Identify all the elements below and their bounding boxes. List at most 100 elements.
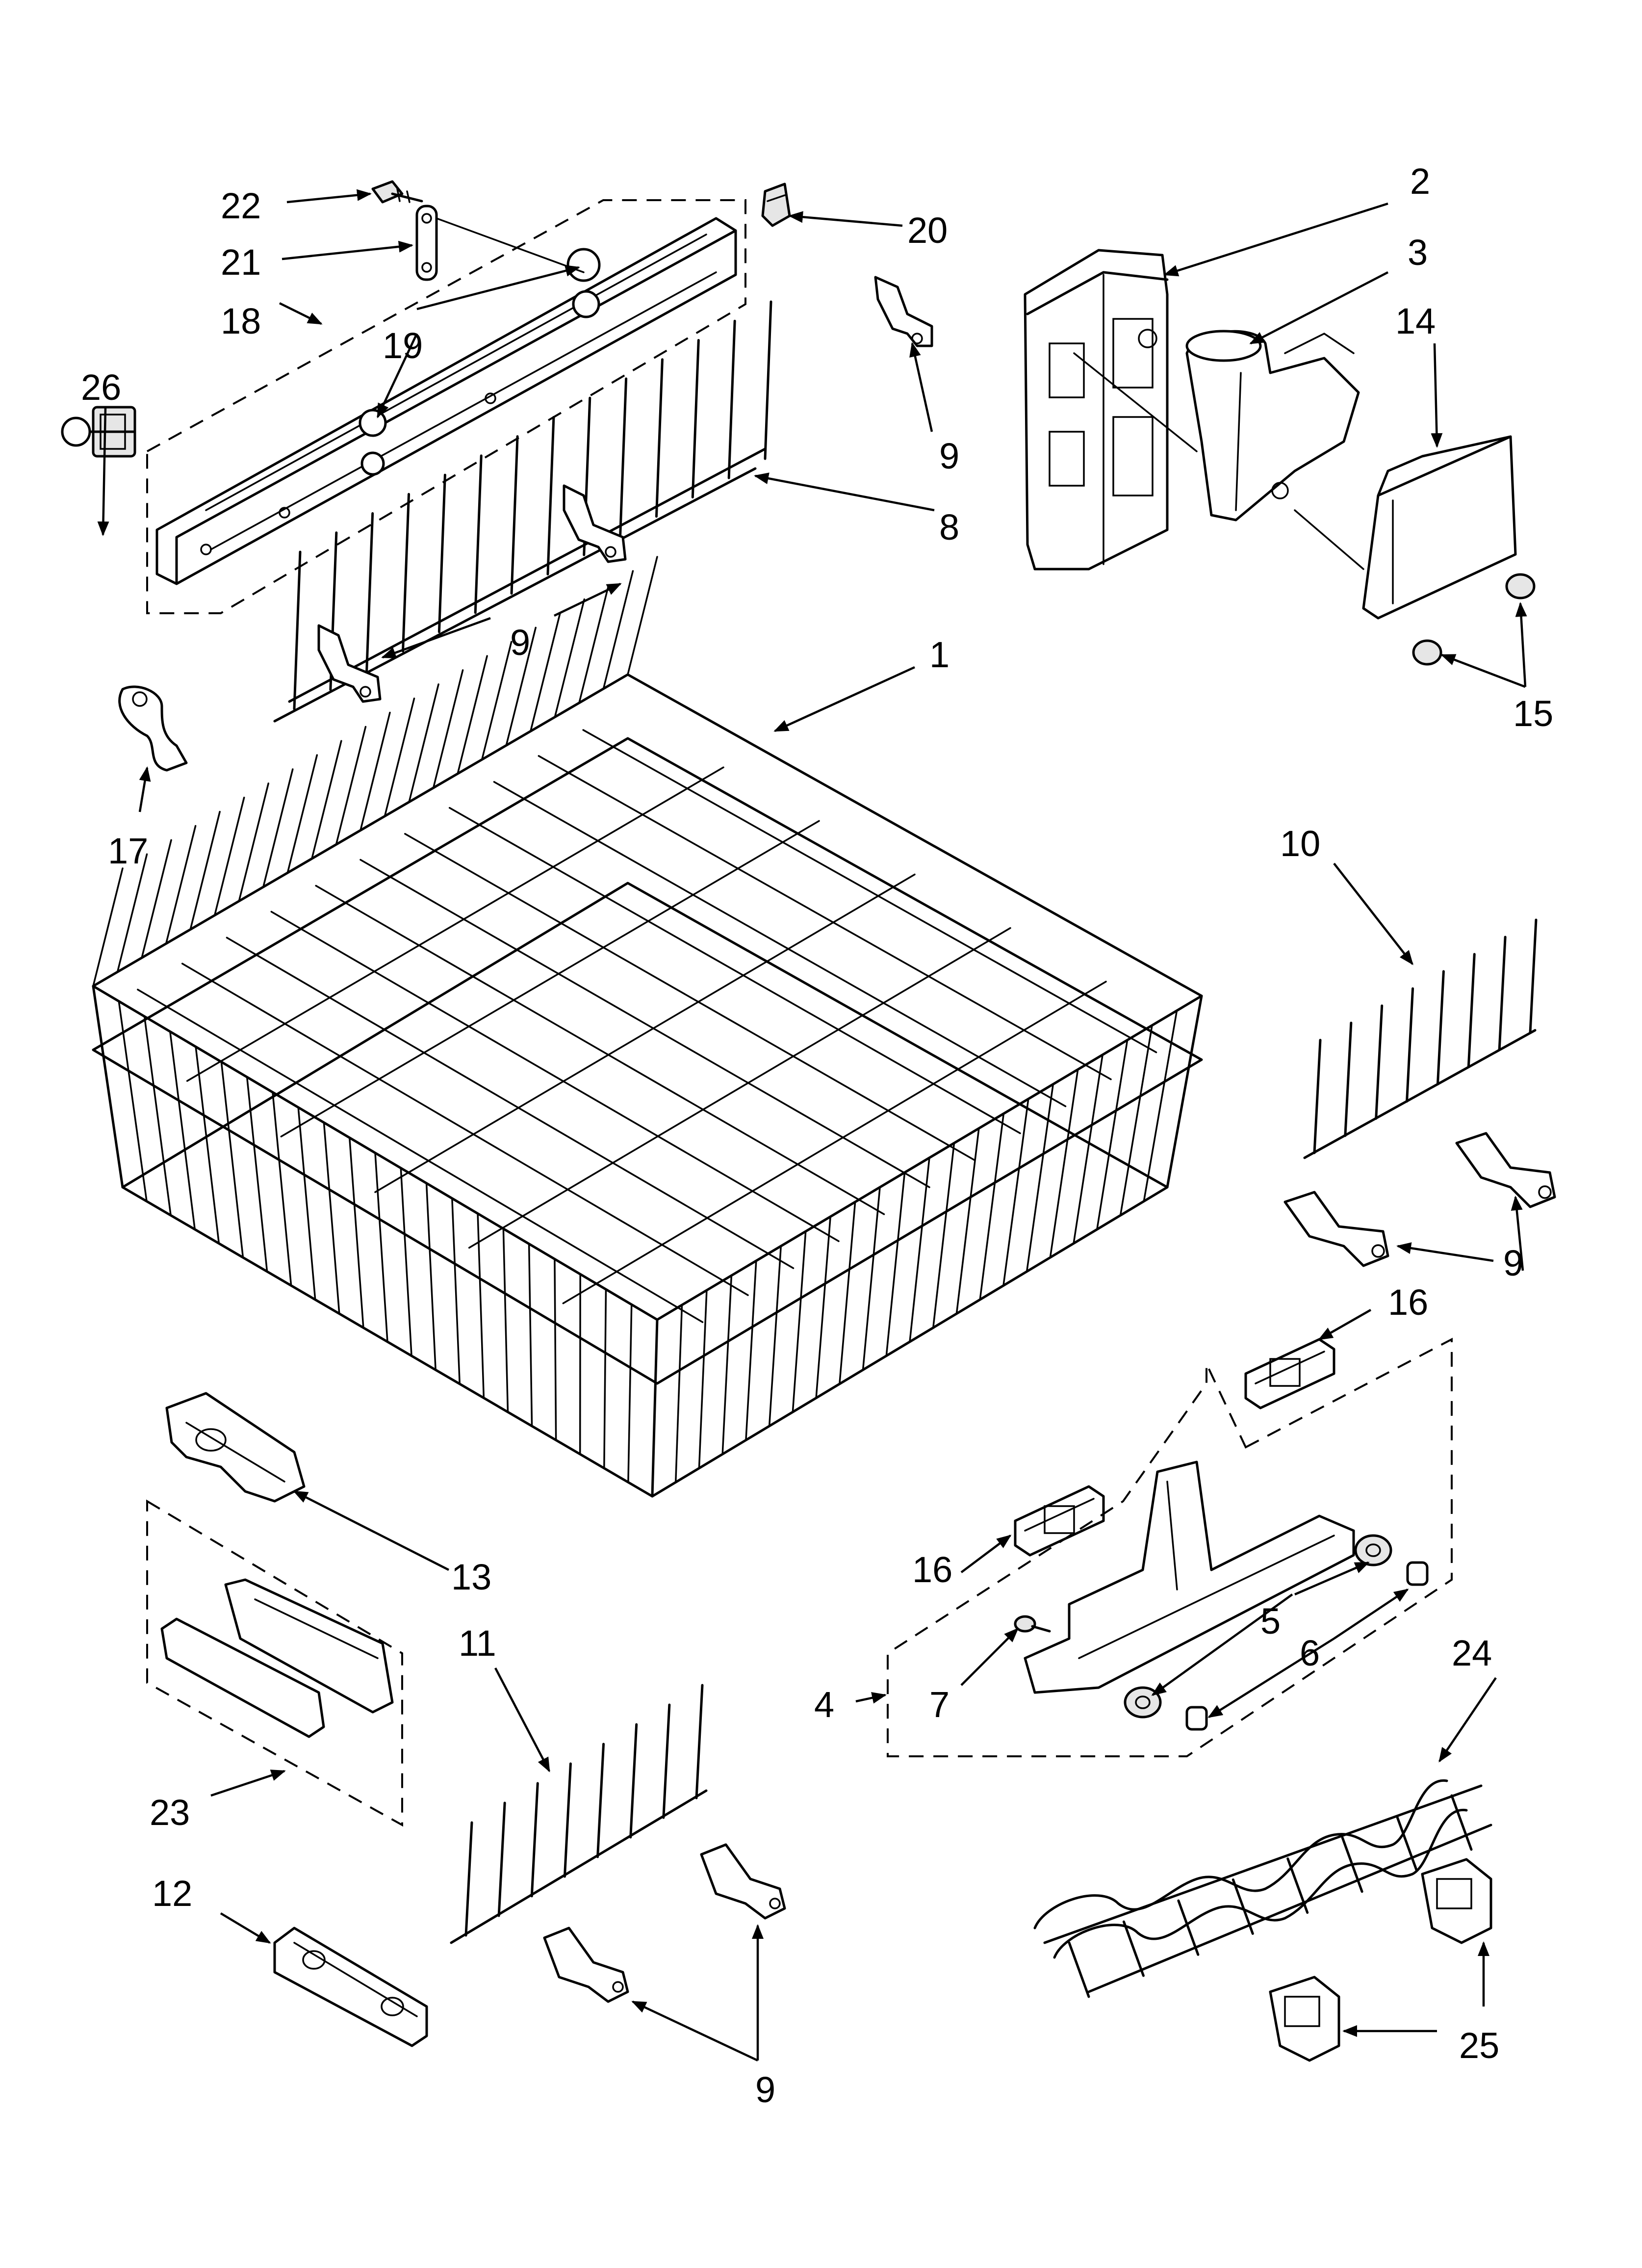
part-9-clip-bottom-right <box>700 1843 786 1920</box>
wire <box>721 1275 733 1455</box>
wire <box>92 867 124 987</box>
callout-20: 20 <box>907 210 948 251</box>
wire <box>909 1157 930 1343</box>
wire <box>137 989 704 1323</box>
wire <box>1341 1836 1363 1893</box>
wire <box>764 300 772 460</box>
part-20-clip <box>761 182 791 227</box>
wire <box>505 626 537 747</box>
wire <box>1068 1941 1090 1998</box>
wire <box>862 1186 881 1371</box>
wire <box>1498 936 1507 1051</box>
wire <box>1286 1857 1309 1914</box>
wire <box>1119 1024 1153 1217</box>
wire <box>92 985 124 1188</box>
wire <box>481 641 513 760</box>
wire <box>602 570 634 690</box>
wire <box>262 768 294 888</box>
wire <box>348 1137 364 1329</box>
wire <box>400 1167 412 1357</box>
wire <box>603 1288 607 1469</box>
wire <box>554 1258 557 1441</box>
wire <box>695 1684 704 1799</box>
wire <box>1122 1920 1145 1977</box>
callout-16-upper: 16 <box>1388 1282 1428 1323</box>
wire <box>1396 1815 1418 1872</box>
part-6-axle-b <box>1185 1706 1208 1731</box>
wire <box>627 556 658 676</box>
wire <box>165 825 197 945</box>
part-9-clip-bottom-left <box>543 1927 629 2003</box>
wire <box>323 1121 340 1315</box>
part-21-link-plate <box>415 205 585 281</box>
wire <box>510 435 519 595</box>
wire <box>1026 1083 1054 1273</box>
callout-5: 5 <box>1260 1601 1281 1642</box>
part-14-cover <box>1294 435 1517 620</box>
wire <box>169 1030 196 1230</box>
wire <box>1344 1021 1353 1137</box>
wire <box>582 729 1157 1053</box>
wire <box>627 1303 633 1484</box>
wire <box>1375 1004 1384 1120</box>
wire <box>562 981 1107 1304</box>
wire <box>1073 1054 1103 1245</box>
part-23-handle-kit <box>146 1499 403 1827</box>
part-15-cap-b <box>1412 639 1442 666</box>
wire <box>596 1743 605 1858</box>
wire <box>143 1016 172 1217</box>
part-9-clip-right-lower <box>1283 1191 1389 1267</box>
wire <box>530 612 561 732</box>
wire <box>365 512 374 672</box>
callout-16-lower: 16 <box>912 1549 952 1590</box>
wire <box>629 1723 638 1839</box>
wire <box>1177 1899 1200 1956</box>
wire <box>195 1045 220 1245</box>
part-6-axle-a <box>1406 1561 1429 1586</box>
wire <box>226 937 795 1269</box>
wire <box>374 873 916 1193</box>
part-15-cap-a <box>1505 573 1536 600</box>
wire <box>1232 1878 1254 1935</box>
wire <box>546 416 555 575</box>
wire <box>792 1230 807 1413</box>
wire <box>502 1227 509 1413</box>
wire <box>408 683 439 803</box>
wire <box>272 1091 292 1287</box>
wire <box>979 1113 1005 1301</box>
part-5-wheel-a <box>1354 1534 1392 1566</box>
wire <box>186 766 724 1082</box>
part-1-upper-rack <box>92 556 1203 1498</box>
wire <box>335 726 367 846</box>
wire <box>768 1245 782 1427</box>
callout-1: 1 <box>929 634 949 675</box>
part-9-clip-top-right <box>874 276 933 347</box>
wire <box>448 807 1021 1134</box>
wire <box>578 584 610 704</box>
wire <box>932 1142 955 1329</box>
wire <box>955 1127 980 1315</box>
callout-22: 22 <box>221 185 261 226</box>
wire <box>359 711 391 832</box>
callout-8: 8 <box>939 507 959 547</box>
wire <box>1529 918 1538 1034</box>
callout-3: 3 <box>1408 232 1428 273</box>
wire <box>530 1782 539 1898</box>
part-3-hub <box>1185 330 1360 521</box>
part-16-holder-lower <box>1014 1485 1105 1557</box>
wire <box>384 697 415 817</box>
wire <box>745 1260 757 1441</box>
callout-4: 4 <box>814 1684 834 1725</box>
wire <box>286 754 318 874</box>
wire <box>359 859 930 1188</box>
wire <box>528 1243 533 1427</box>
wire <box>238 782 270 902</box>
callout-7: 7 <box>929 1684 949 1725</box>
wire <box>374 1152 388 1343</box>
callout-9-mid: 9 <box>510 622 530 663</box>
callout-26: 26 <box>81 367 121 408</box>
wire <box>651 1319 658 1497</box>
wire <box>311 740 342 860</box>
wire <box>497 1801 506 1917</box>
